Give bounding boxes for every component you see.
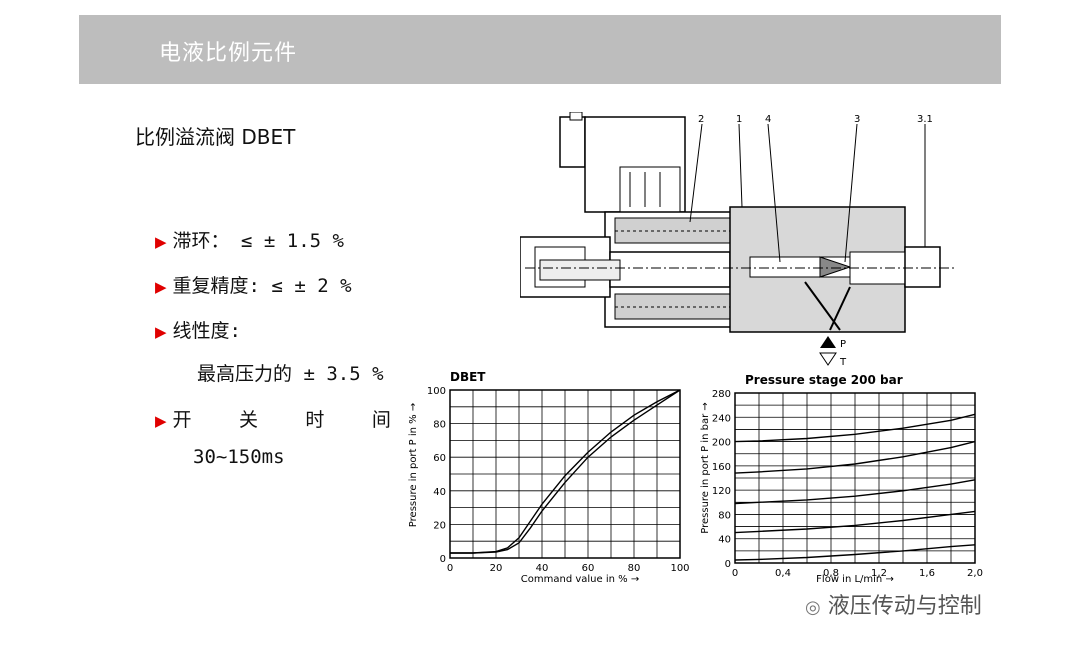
callout-label: 3 [854, 114, 860, 125]
y-tick-label: 40 [433, 487, 446, 498]
y-tick-label: 0 [725, 559, 731, 570]
valve-section-diagram: 2 1 4 3 3.1 P T [520, 112, 955, 368]
x-tick-label: 0 [447, 563, 453, 574]
x-tick-label: 2,0 [967, 568, 983, 579]
y-tick-label: 0 [440, 554, 446, 565]
y-tick-label: 280 [712, 389, 731, 400]
page-title: 电液比例元件 [159, 41, 298, 66]
y-axis-label: Pressure in port P in % → [408, 403, 419, 527]
bullet-hysteresis: ▶ 滞环： ≤ ± 1.5 % [155, 226, 344, 253]
wechat-icon: ◎ [805, 597, 821, 618]
callout-label: 2 [698, 114, 704, 125]
y-tick-label: 80 [433, 420, 446, 431]
port-p-label: P [840, 339, 846, 350]
series-line [734, 479, 976, 505]
series-line [734, 440, 976, 474]
bullet-label: 重复精度: [172, 275, 260, 297]
series-line [734, 413, 976, 443]
callout-label: 1 [736, 114, 742, 125]
bullet-label: 线性度: [172, 320, 241, 342]
y-tick-label: 40 [718, 535, 731, 546]
bullet-triangle-icon: ▶ [155, 278, 167, 296]
x-tick-label: 40 [536, 563, 549, 574]
x-tick-label: 0,8 [823, 568, 839, 579]
watermark-text: 液压传动与控制 [827, 594, 982, 619]
bullet-linearity: ▶ 线性度: [155, 316, 241, 343]
port-t-icon [819, 352, 837, 366]
series-line [450, 389, 681, 554]
bullet-triangle-icon: ▶ [155, 323, 167, 341]
slide-subtitle: 比例溢流阀 DBET [135, 125, 296, 149]
port-p-icon [820, 336, 836, 348]
y-tick-label: 160 [712, 462, 731, 473]
watermark: ◎ 液压传动与控制 [805, 588, 982, 620]
x-tick-label: 60 [582, 563, 595, 574]
x-axis-label: Flow in L/min → [816, 574, 894, 585]
bullet-repeatability: ▶ 重复精度: ≤ ± 2 % [155, 271, 352, 298]
bullet-value: ≤ ± 2 % [271, 275, 352, 297]
x-tick-label: 100 [670, 563, 689, 574]
x-axis-label: Command value in % → [521, 574, 639, 585]
y-axis-label: Pressure in port P in bar → [700, 402, 711, 534]
bullet-label: 开 关 时 间 [172, 409, 409, 431]
callout-label: 3.1 [917, 114, 933, 125]
callout-label: 4 [765, 114, 771, 125]
linearity-detail: 最高压力的 ± 3.5 % [197, 363, 384, 385]
x-tick-label: 0 [732, 568, 738, 579]
y-tick-label: 240 [712, 413, 731, 424]
pressure-stage-chart: Pressure stage 200 bar Flow in L/min → P… [700, 373, 983, 585]
y-tick-label: 20 [433, 520, 446, 531]
bullet-switch-time: ▶ 开 关 时 间 [155, 405, 409, 432]
title-bar: 电液比例元件 [79, 15, 1001, 84]
y-tick-label: 100 [427, 386, 446, 397]
x-tick-label: 1,6 [919, 568, 935, 579]
y-tick-label: 80 [718, 510, 731, 521]
dbet-command-chart: DBET Command value in % → Pressure in po… [408, 370, 690, 585]
bullet-triangle-icon: ▶ [155, 233, 167, 251]
y-tick-label: 120 [712, 486, 731, 497]
series-line [734, 544, 976, 561]
x-tick-label: 1,2 [871, 568, 887, 579]
y-tick-label: 60 [433, 453, 446, 464]
series-line [734, 510, 976, 534]
x-tick-label: 80 [628, 563, 641, 574]
y-tick-label: 200 [712, 438, 731, 449]
chart-title: Pressure stage 200 bar [745, 373, 903, 387]
bullet-value: ≤ ± 1.5 % [241, 230, 344, 252]
x-tick-label: 20 [490, 563, 503, 574]
x-tick-label: 0,4 [775, 568, 791, 579]
bullet-triangle-icon: ▶ [155, 412, 167, 430]
bullet-label: 滞环： [172, 230, 230, 252]
switch-time-value: 30~150ms [193, 446, 285, 468]
chart-title: DBET [450, 370, 486, 384]
port-t-label: T [839, 357, 847, 368]
